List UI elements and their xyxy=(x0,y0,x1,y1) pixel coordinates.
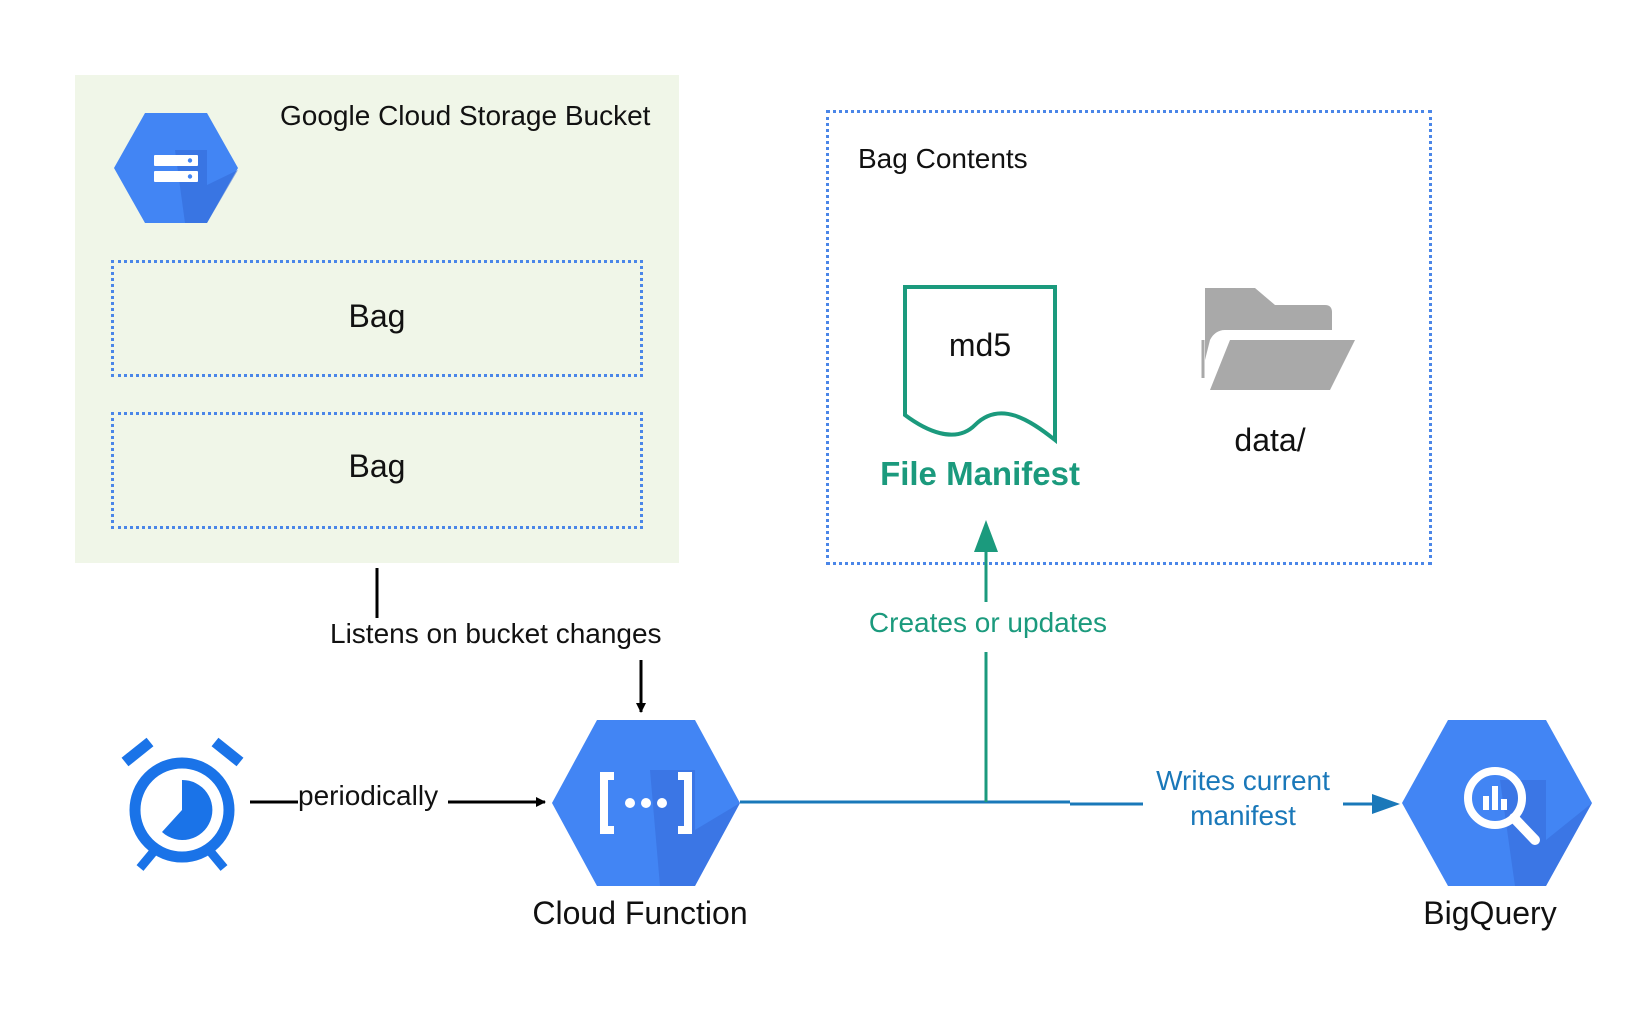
listens-edge-label: Listens on bucket changes xyxy=(330,618,662,650)
cloud-function-icon xyxy=(552,720,740,886)
writes-edge-label: Writes current manifest xyxy=(1143,763,1343,833)
periodically-edge-label: periodically xyxy=(298,780,439,812)
file-manifest-label: File Manifest xyxy=(880,455,1080,492)
bag-box: Bag xyxy=(111,412,643,529)
folder-icon xyxy=(1201,288,1355,390)
cloud-function-label: Cloud Function xyxy=(532,895,748,931)
bucket-title: Google Cloud Storage Bucket xyxy=(280,100,651,131)
bigquery-label: BigQuery xyxy=(1423,895,1557,931)
writes-label-line2: manifest xyxy=(1190,800,1296,831)
creates-edge-label: Creates or updates xyxy=(848,607,1128,639)
bag-label: Bag xyxy=(348,298,406,334)
writes-label-line1: Writes current xyxy=(1156,765,1330,796)
bag-contents-title: Bag Contents xyxy=(858,143,1028,174)
file-manifest-icon xyxy=(903,285,1057,445)
bag-contents-panel xyxy=(826,110,1432,565)
bigquery-icon xyxy=(1402,720,1592,886)
data-folder-label: data/ xyxy=(1234,422,1306,458)
bag-label: Bag xyxy=(348,448,406,484)
cloud-storage-icon xyxy=(114,113,238,223)
bag-box: Bag xyxy=(111,260,643,377)
alarm-clock-icon xyxy=(121,737,244,871)
manifest-file-text: md5 xyxy=(948,327,1012,363)
